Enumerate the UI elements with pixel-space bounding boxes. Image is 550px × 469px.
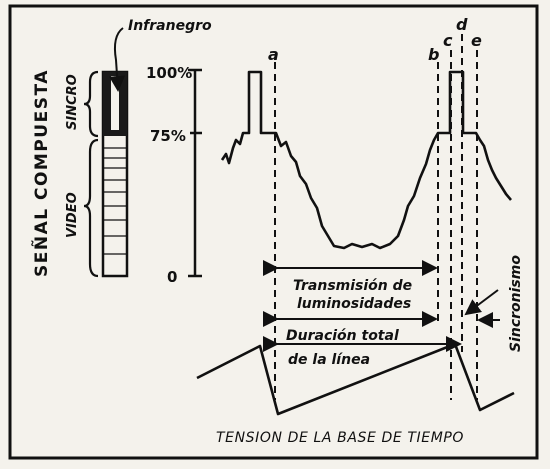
label-d: d [456,15,468,34]
label-tension: TENSION DE LA BASE DE TIEMPO [216,430,464,446]
sawtooth-waveform [196,342,515,416]
label-sincronismo: Sincronismo [508,255,524,352]
label-100: 100% [146,64,192,82]
label-a: a [268,45,279,64]
label-sincro: SINCRO [65,74,80,130]
outer-frame [8,4,539,460]
sincro-brace [83,70,99,138]
label-75: 75% [150,127,186,145]
label-transmision-1: Transmisión de [293,278,412,294]
label-transmision-2: luminosidades [297,296,411,312]
label-c: c [443,31,453,50]
label-e: e [471,31,482,50]
signal-level-bar [101,70,129,278]
label-0: 0 [167,268,177,286]
video-brace [83,138,99,278]
infranegro-arrow [109,27,126,92]
level-scale [188,68,202,278]
dimension-arrows [263,260,500,352]
label-duracion-1: Duración total [286,328,399,344]
label-duracion-2: de la línea [288,352,370,368]
marker-lines [274,34,478,400]
label-senal-compuesta: SEÑAL COMPUESTA [29,69,52,277]
label-video: VIDEO [65,192,80,238]
video-waveform [220,70,512,250]
arrow-sincronismo-left [464,289,499,316]
label-b: b [428,45,439,64]
label-infranegro: Infranegro [128,18,212,34]
